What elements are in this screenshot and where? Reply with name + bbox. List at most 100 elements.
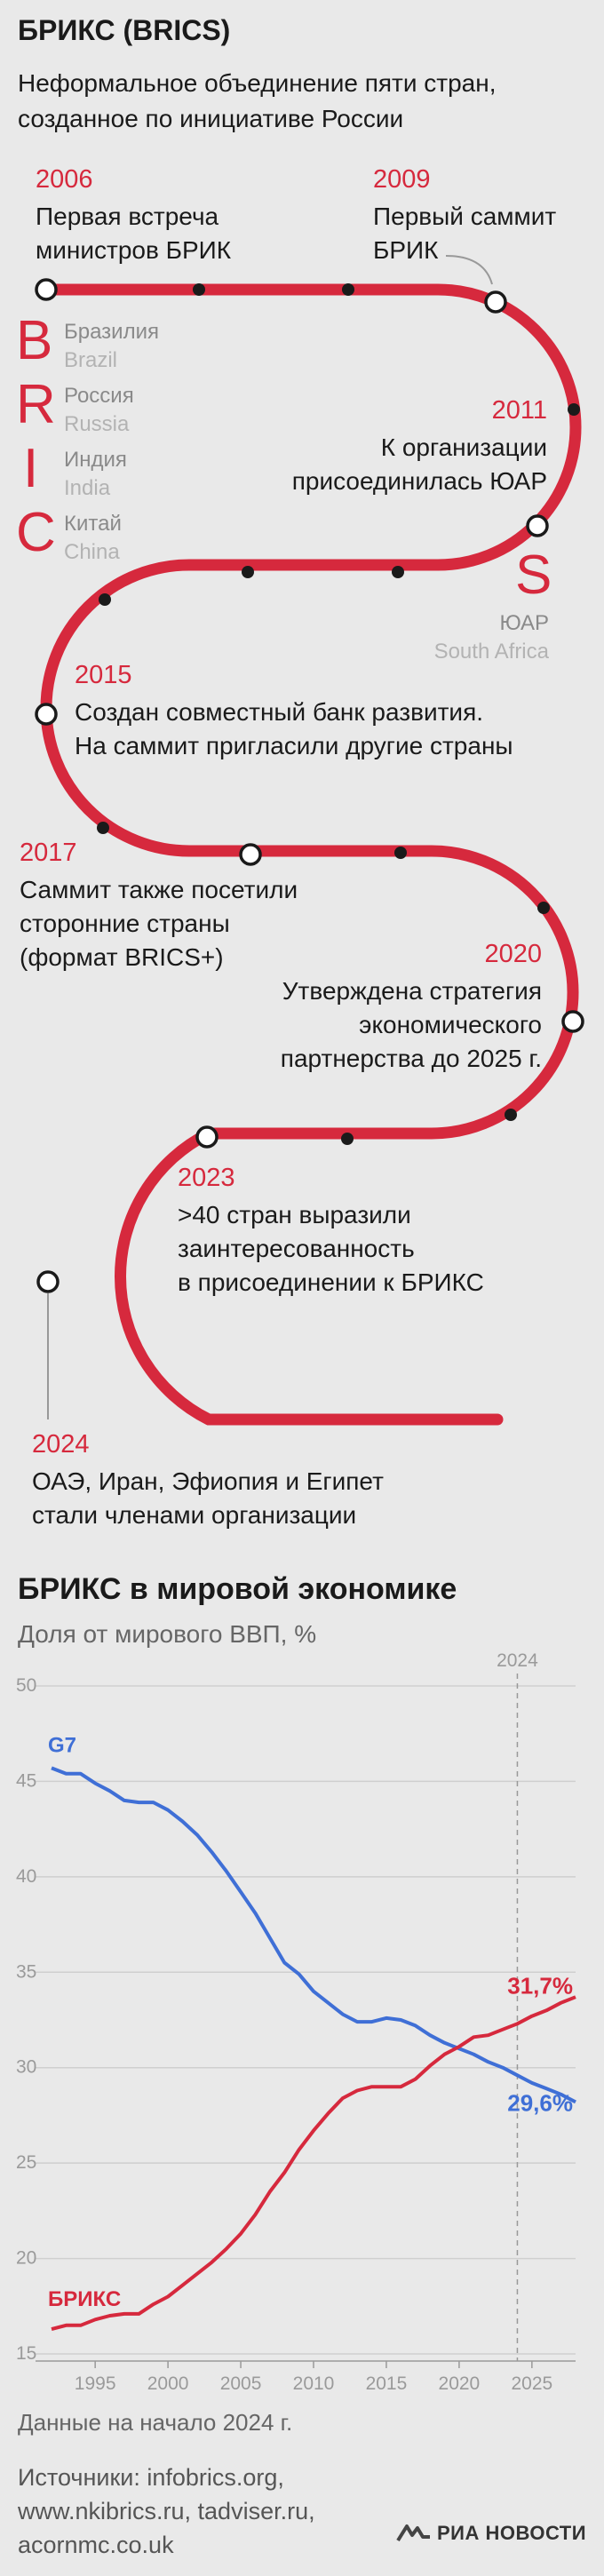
event-text: Первый саммит БРИК — [373, 200, 556, 267]
member-name-ru: Китай — [64, 512, 122, 536]
x-tick-label: 2005 — [220, 2373, 262, 2394]
event-line: в присоединении к БРИКС — [178, 1268, 484, 1296]
series-end-label: 31,7% — [507, 1972, 573, 1999]
event-line: партнерства до 2025 г. — [280, 1045, 542, 1072]
member-name-en: Brazil — [64, 348, 118, 372]
sources: Источники: infobrics.org, www.nkibrics.r… — [18, 2461, 315, 2562]
member-name-en: Russia — [64, 412, 130, 436]
marker-label: 2024 — [497, 1650, 538, 1671]
member-name-ru: Бразилия — [64, 320, 159, 344]
letter-s: S — [515, 545, 552, 606]
member-russia: Россия Russia — [64, 384, 134, 437]
member-name-en: China — [64, 540, 120, 564]
event-line: Утверждена стратегия — [282, 977, 542, 1005]
event-2023: 2023 >40 стран выразили заинтересованнос… — [178, 1164, 484, 1300]
event-text: >40 стран выразили заинтересованность в … — [178, 1198, 484, 1300]
event-2020: 2020 Утверждена стратегия экономического… — [281, 940, 542, 1076]
series-line-brics — [51, 1995, 576, 2332]
leader-2009 — [445, 255, 493, 285]
y-tick-label: 20 — [16, 2248, 36, 2269]
event-2024: 2024 ОАЭ, Иран, Эфиопия и Египет стали ч… — [32, 1430, 384, 1532]
event-2006: 2006 Первая встреча министров БРИК — [36, 165, 231, 267]
event-line: (формат BRICS+) — [20, 943, 224, 971]
event-line: >40 стран выразили — [178, 1201, 411, 1228]
member-name-en: India — [64, 476, 111, 500]
event-2015: 2015 Создан совместный банк развития. На… — [75, 661, 513, 763]
page-subtitle: Неформальное объединение пяти стран, соз… — [18, 66, 497, 137]
event-year: 2024 — [32, 1430, 90, 1459]
member-china: Китай China — [64, 512, 122, 565]
x-tick-label: 1995 — [75, 2373, 116, 2394]
event-year: 2011 — [491, 396, 547, 425]
y-tick-label: 30 — [16, 2057, 36, 2078]
source-line: www.nkibrics.ru, tadviser.ru, — [18, 2498, 315, 2524]
letter-i: I — [23, 438, 39, 499]
event-2017: 2017 Саммит также посетили сторонние стр… — [20, 839, 298, 974]
series-name-label: G7 — [48, 1733, 76, 1757]
event-line: стали членами организации — [32, 1501, 357, 1529]
letter-b: B — [16, 310, 53, 371]
event-text: Утверждена стратегия экономического парт… — [281, 974, 542, 1076]
event-2009: 2009 Первый саммит БРИК — [373, 165, 556, 267]
track-dots — [97, 283, 580, 1145]
event-line: Первая встреча — [36, 203, 219, 230]
event-year: 2006 — [36, 165, 93, 194]
y-tick-label: 50 — [16, 1675, 36, 1696]
subtitle-line: Неформальное объединение пяти стран, — [18, 69, 497, 97]
member-name-ru: ЮАР — [499, 611, 549, 635]
subtitle-line: созданное по инициативе России — [18, 105, 404, 132]
event-line: ОАЭ, Иран, Эфиопия и Египет — [32, 1467, 384, 1495]
event-year: 2020 — [484, 940, 542, 968]
member-name-ru: Индия — [64, 448, 127, 472]
x-tick-label: 2000 — [147, 2373, 189, 2394]
event-line: присоединилась ЮАР — [291, 467, 547, 495]
event-nodes — [35, 278, 584, 1293]
ria-logo-icon — [396, 2524, 430, 2542]
data-note: Данные на начало 2024 г. — [18, 2409, 293, 2436]
section-subtitle: Доля от мирового ВВП, % — [18, 1620, 317, 1648]
event-line: Первый саммит — [373, 203, 557, 230]
event-line: Саммит также посетили — [20, 876, 298, 903]
brand-name: РИА НОВОСТИ — [437, 2522, 587, 2544]
track-segment — [40, 283, 582, 1426]
event-text: Создан совместный банк развития. На самм… — [75, 696, 513, 763]
event-line: заинтересованность — [178, 1235, 415, 1262]
member-brazil: Бразилия Brazil — [64, 320, 159, 373]
event-year: 2009 — [373, 165, 431, 194]
source-line: acornmc.co.uk — [18, 2532, 174, 2558]
x-tick-label: 2020 — [439, 2373, 481, 2394]
y-tick-label: 15 — [16, 2343, 36, 2364]
page-title: БРИКС (BRICS) — [18, 14, 231, 46]
event-year: 2015 — [75, 661, 132, 689]
source-line: Источники: infobrics.org, — [18, 2464, 284, 2491]
event-year: 2023 — [178, 1164, 235, 1192]
event-line: На саммит пригласили другие страны — [75, 732, 513, 759]
series-name-label: БРИКС — [48, 2287, 121, 2311]
member-india: Индия India — [64, 448, 127, 501]
y-tick-label: 35 — [16, 1961, 36, 1982]
letter-r: R — [16, 374, 56, 435]
event-line: К организации — [380, 433, 547, 461]
member-south-africa: ЮАР South Africa — [434, 611, 549, 664]
x-tick-label: 2015 — [366, 2373, 408, 2394]
event-text: К организации присоединилась ЮАР — [292, 431, 547, 498]
y-tick-label: 40 — [16, 1866, 36, 1887]
section-title: БРИКС в мировой экономике — [18, 1572, 457, 1606]
timeline-track — [35, 255, 593, 1426]
x-tick-label: 2025 — [511, 2373, 552, 2394]
y-tick-label: 45 — [16, 1770, 36, 1791]
member-name-ru: Россия — [64, 384, 134, 408]
y-tick-label: 25 — [16, 2152, 36, 2173]
event-line: БРИК — [373, 236, 439, 264]
event-line: министров БРИК — [36, 236, 232, 264]
member-name-en: South Africa — [433, 640, 549, 664]
brand: РИА НОВОСТИ — [396, 2521, 586, 2546]
series-line-g7 — [51, 1766, 576, 2104]
event-line: сторонние страны — [20, 910, 230, 937]
event-text: ОАЭ, Иран, Эфиопия и Египет стали членам… — [32, 1465, 384, 1532]
series-end-label: 29,6% — [507, 2089, 573, 2116]
letter-c: C — [16, 502, 56, 563]
event-year: 2017 — [20, 839, 77, 867]
event-line: Создан совместный банк развития. — [75, 698, 484, 726]
x-tick-label: 2010 — [293, 2373, 335, 2394]
